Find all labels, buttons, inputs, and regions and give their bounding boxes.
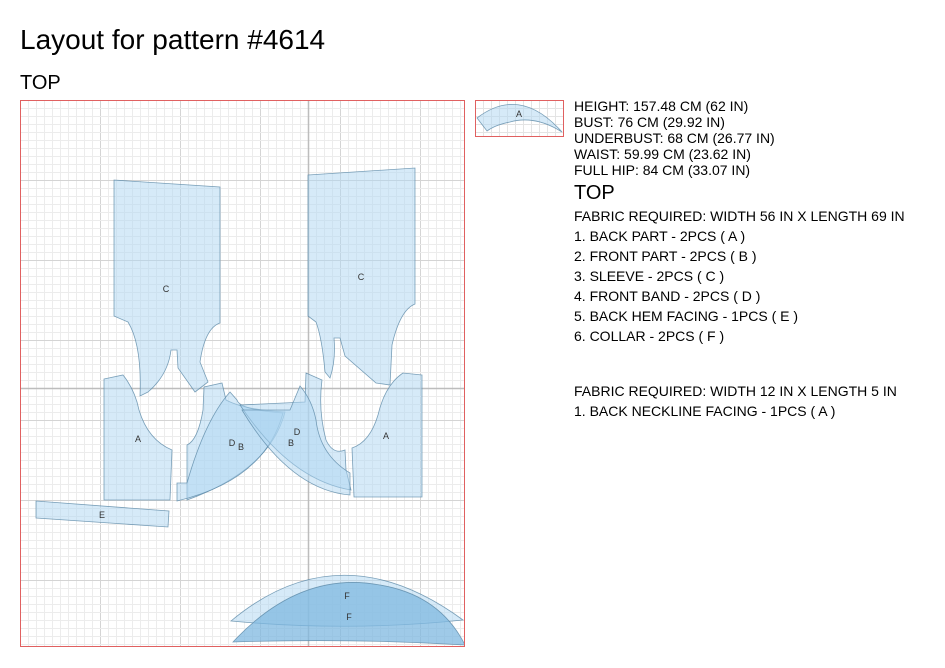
fabric-required: FABRIC REQUIRED: WIDTH 56 IN X LENGTH 69… [574,208,905,224]
grid [20,100,465,647]
fabric-required: FABRIC REQUIRED: WIDTH 12 IN X LENGTH 5 … [574,383,897,399]
pieces-list: 1. BACK NECKLINE FACING - 1PCS ( A ) [574,403,835,423]
label-c: C [358,272,365,282]
piece-item: 1. BACK NECKLINE FACING - 1PCS ( A ) [574,403,836,419]
fabric-border [20,100,465,647]
piece-item: 3. SLEEVE - 2PCS ( C ) [574,268,725,284]
label-d: D [229,438,236,448]
fabric-border [475,100,564,137]
piece-item: 5. BACK HEM FACING - 1PCS ( E ) [574,308,799,324]
piece-item: 2. FRONT PART - 2PCS ( B ) [574,248,757,264]
measurement-bust: BUST: 76 CM (29.92 IN) [574,114,725,130]
label-a: A [516,109,522,119]
measurements-list: HEIGHT: 157.48 CM (62 IN) BUST: 76 CM (2… [574,98,775,178]
piece-d-right [241,385,351,496]
piece-c-right [307,167,416,386]
measurement-height: HEIGHT: 157.48 CM (62 IN) [574,98,749,114]
page-title: Layout for pattern #4614 [20,24,326,55]
label-b: B [288,438,294,448]
label-a: A [383,431,389,441]
piece-a-neckline [476,104,563,133]
piece-item: 6. COLLAR - 2PCS ( F ) [574,328,725,344]
group-title: TOP [574,182,615,204]
label-a: A [135,434,141,444]
piece-f-2 [232,582,465,646]
label-b: B [238,442,244,452]
section-title: TOP [20,72,61,94]
label-f: F [346,612,352,622]
piece-a-right [351,372,423,498]
measurement-full-hip: FULL HIP: 84 CM (33.07 IN) [574,162,751,178]
label-c: C [163,284,170,294]
label-f: F [344,591,350,601]
pattern-pieces [35,167,465,646]
piece-item: 4. FRONT BAND - 2PCS ( D ) [574,288,761,304]
piece-c-left [113,179,221,397]
piece-e [35,500,170,528]
piece-labels: C C A A D B D B E F F [99,272,389,622]
measurement-underbust: UNDERBUST: 68 CM (26.77 IN) [574,130,775,146]
label-d: D [294,427,301,437]
small-layout-diagram: A [475,100,564,137]
measurement-waist: WAIST: 59.99 CM (23.62 IN) [574,146,751,162]
piece-a-left [103,374,173,501]
main-layout-diagram: C C A A D B D B E F F [20,100,465,647]
label-e: E [99,510,105,520]
pieces-list: 1. BACK PART - 2PCS ( A ) 2. FRONT PART … [574,228,798,348]
piece-item: 1. BACK PART - 2PCS ( A ) [574,228,746,244]
